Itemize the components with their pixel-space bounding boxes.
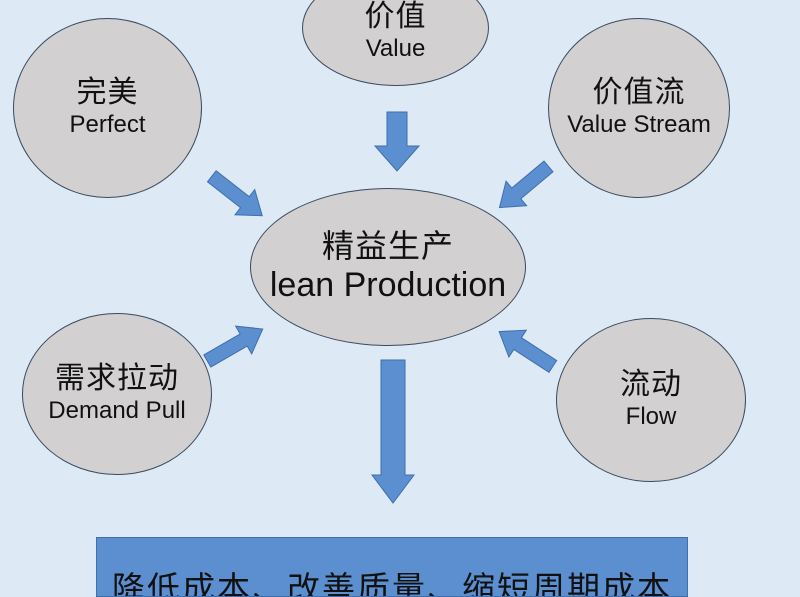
- node-flow: 流动 Flow: [556, 318, 746, 482]
- node-value-en: Value: [365, 35, 426, 62]
- arrow-perfect-to-center: [206, 170, 263, 217]
- arrow-value-stream-to-center: [498, 160, 554, 209]
- arrow-flow-to-center: [498, 329, 558, 373]
- node-perfect-zh: 完美: [76, 75, 139, 110]
- node-center-en: lean Production: [269, 266, 507, 304]
- node-demand-pull: 需求拉动 Demand Pull: [22, 313, 212, 475]
- result-text: 降低成本、改善质量、缩短周期成本: [112, 569, 672, 597]
- node-demand-pull-zh: 需求拉动: [55, 361, 179, 396]
- result-box: 降低成本、改善质量、缩短周期成本: [96, 537, 688, 597]
- node-demand-pull-en: Demand Pull: [48, 397, 186, 424]
- node-value-stream-zh: 价值流: [592, 75, 686, 110]
- node-value-stream-en: Value Stream: [567, 111, 711, 138]
- arrow-value-to-center: [373, 111, 421, 172]
- arrow-center-to-result: [371, 359, 415, 504]
- arrow-demand-pull-to-center: [203, 325, 264, 368]
- node-flow-en: Flow: [625, 403, 677, 430]
- node-lean-production: 精益生产 lean Production: [250, 188, 526, 346]
- node-perfect: 完美 Perfect: [13, 18, 202, 198]
- node-perfect-en: Perfect: [69, 111, 146, 138]
- node-value-stream: 价值流 Value Stream: [548, 18, 730, 198]
- node-flow-zh: 流动: [620, 367, 682, 402]
- node-value-zh: 价值: [364, 0, 427, 34]
- node-center-zh: 精益生产: [321, 227, 454, 265]
